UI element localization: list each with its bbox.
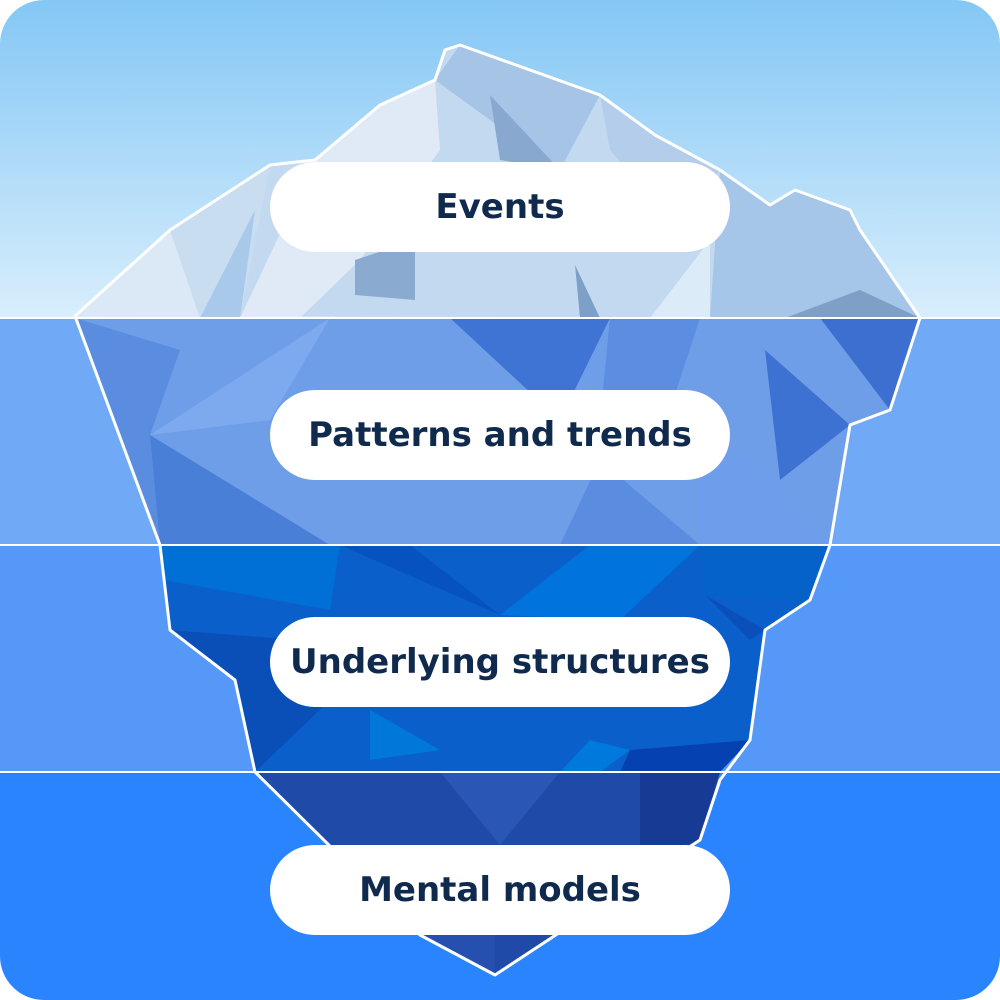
label-events: Events bbox=[270, 162, 730, 252]
label-patterns-and-trends: Patterns and trends bbox=[270, 390, 730, 480]
label-underlying-structures: Underlying structures bbox=[270, 617, 730, 707]
label-mental-models: Mental models bbox=[270, 845, 730, 935]
